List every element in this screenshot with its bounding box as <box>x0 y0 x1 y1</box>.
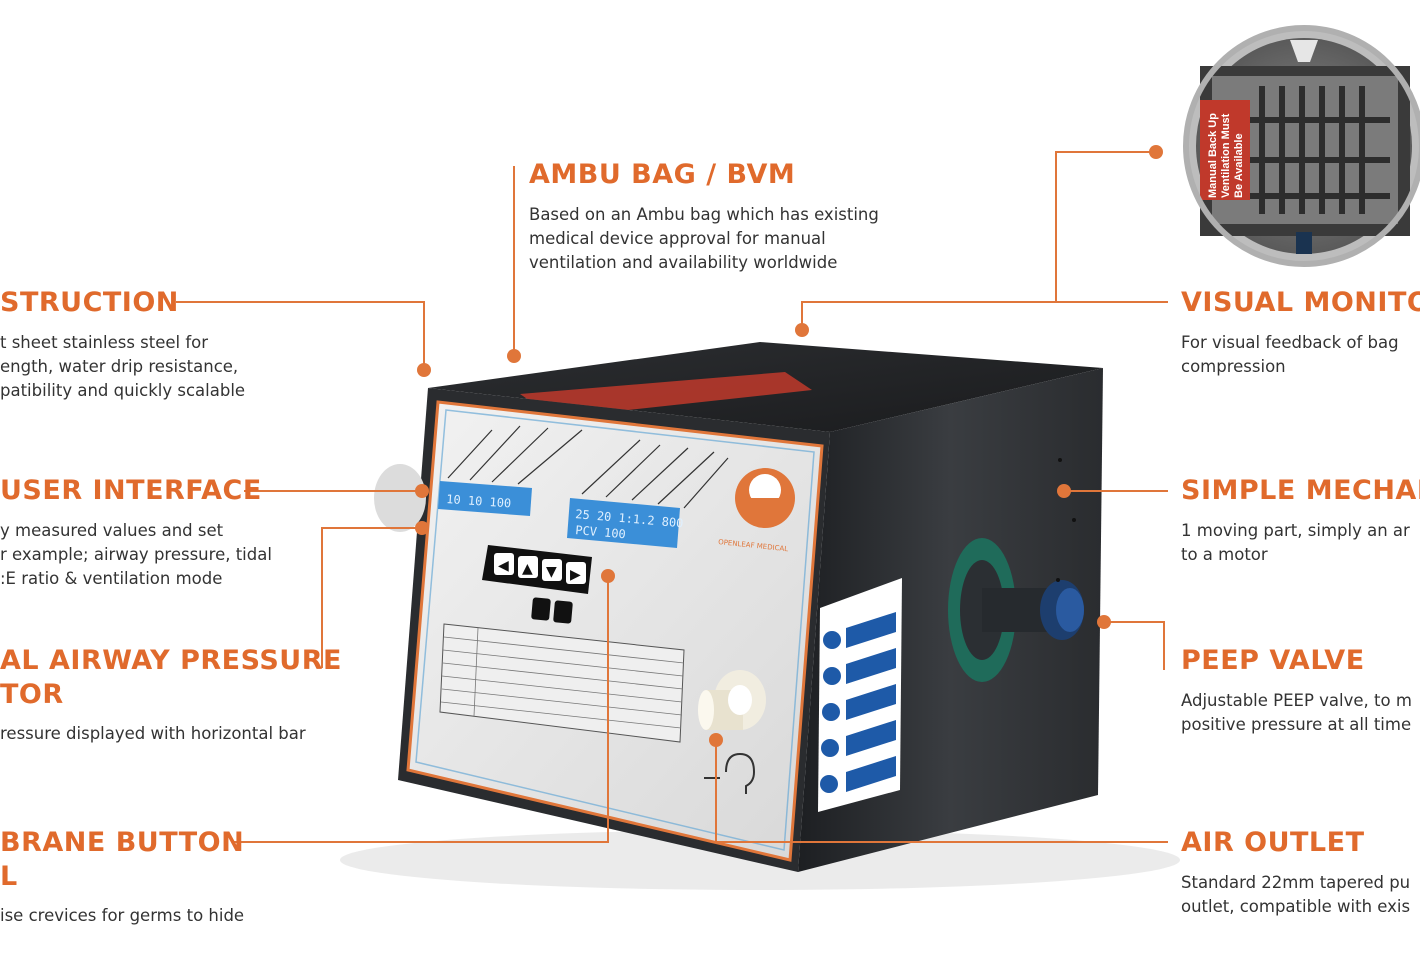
svg-text:Ventilation Must: Ventilation Must <box>1220 113 1232 198</box>
keypad-arrow-glyphs: ◀ ▲ ▼ ▶ <box>498 558 581 583</box>
leader-air-outlet <box>715 740 1168 843</box>
mechanism-title: SIMPLE MECHAN <box>1181 475 1420 506</box>
visual-monitor-description: For visual feedback of bag compression <box>1181 333 1399 376</box>
mechanism-description: 1 moving part, simply an ar to a motor <box>1181 521 1410 564</box>
air-outlet-port <box>698 670 766 730</box>
svg-text:Be Available: Be Available <box>1233 133 1245 198</box>
svg-text:◀: ◀ <box>498 558 509 574</box>
air-outlet-title: AIR OUTLET <box>1181 827 1365 858</box>
membrane-description: ise crevices for germs to hide <box>0 906 245 925</box>
patient-head-icon <box>704 752 756 794</box>
svg-text:▼: ▼ <box>546 564 557 580</box>
membrane-title: BRANE BUTTON L <box>0 827 245 892</box>
lcd-left-text: 10 10 100 <box>446 492 512 511</box>
visual-monitor-title: VISUAL MONITOR <box>1181 287 1420 318</box>
air-outlet-description: Standard 22mm tapered pu outlet, compati… <box>1181 873 1411 916</box>
peep-description: Adjustable PEEP valve, to m positive pre… <box>1181 691 1412 734</box>
ambu-description: Based on an Ambu bag which has existing … <box>529 205 879 272</box>
keypad-buttons <box>494 553 586 584</box>
peep-title: PEEP VALVE <box>1181 645 1365 676</box>
leader-airway <box>321 527 422 668</box>
user-interface-title: USER INTERFACE <box>0 475 262 506</box>
construction-description: t sheet stainless steel for ength, water… <box>0 333 246 400</box>
front-panel-logo-icon <box>735 468 795 528</box>
airway-pressure-title: AL AIRWAY PRESSURE TOR <box>0 645 342 710</box>
side-knob <box>374 464 426 532</box>
ambu-title: AMBU BAG / BVM <box>529 159 796 190</box>
user-interface-description: y measured values and set r example; air… <box>0 521 272 588</box>
svg-text:PCV 100: PCV 100 <box>575 523 627 541</box>
svg-text:▶: ▶ <box>570 567 581 583</box>
leader-visual <box>801 301 1168 330</box>
peep-valve <box>948 538 1084 682</box>
svg-text:Manual Back Up: Manual Back Up <box>1207 113 1219 198</box>
svg-text:▲: ▲ <box>522 561 533 577</box>
alarm-table <box>439 623 685 743</box>
lcd-right <box>567 498 680 548</box>
lcd-left <box>438 481 532 516</box>
inset-warning-label <box>1200 100 1250 200</box>
leader-membrane <box>232 576 609 843</box>
airway-pressure-description: ressure displayed with horizontal bar <box>0 724 306 743</box>
visual-monitor-inset: Manual Back Up Ventilation Must Be Avail… <box>1183 25 1420 267</box>
safety-instruction-icons <box>820 612 896 793</box>
panel-label-lines <box>447 425 729 509</box>
leader-construction <box>176 301 425 370</box>
construction-title: STRUCTION <box>0 287 179 318</box>
leader-peep <box>1104 621 1165 670</box>
